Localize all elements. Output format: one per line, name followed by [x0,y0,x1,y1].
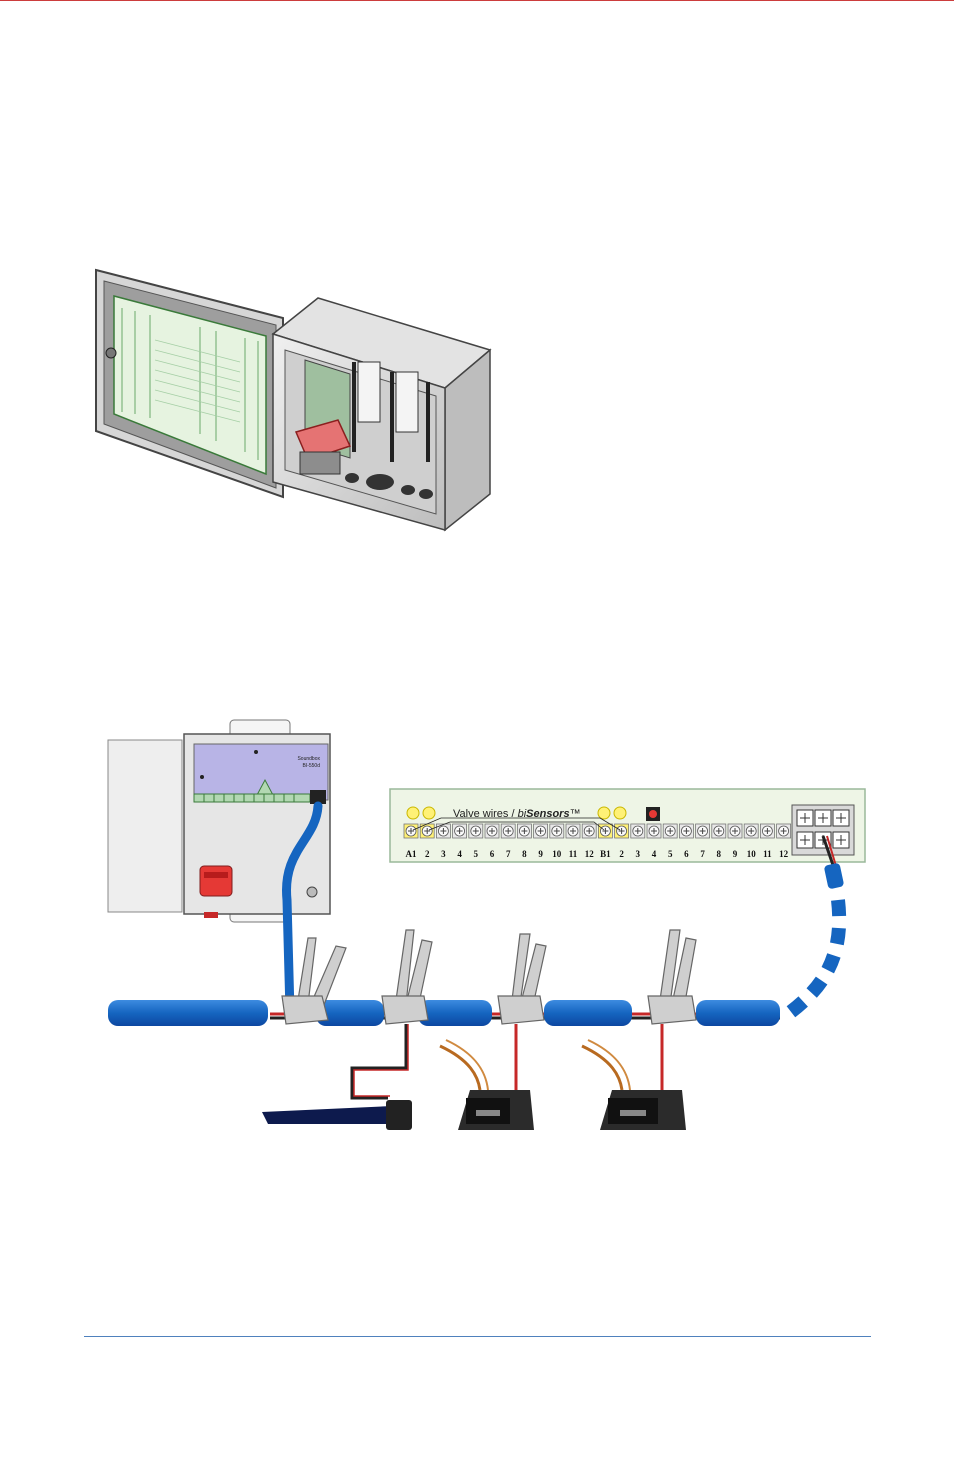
terminal-label-a-8: 8 [522,849,527,859]
terminal-screw-b-4 [647,824,661,838]
moisture-sensor [262,1024,412,1130]
splice-connector-4 [648,930,696,1024]
terminal-screw-a-5 [469,824,483,838]
terminal-screw-b-1 [598,824,612,838]
controller-terminal-rail [194,794,310,802]
dashed-two-wire-cable [788,900,839,1014]
indicator-b1 [598,807,610,819]
terminal-screw-a-1 [404,824,418,838]
valve-decoder-2 [582,1024,686,1130]
terminal-screw-b-9 [728,824,742,838]
terminal-screw-b-5 [663,824,677,838]
cable-segment-4 [544,1000,632,1026]
terminal-label-b-11: 11 [763,849,772,859]
cable-segment-3 [418,1000,492,1026]
door-lock-icon [106,348,116,358]
terminal-label-a-1: A1 [406,849,417,859]
terminal-screw-a-12 [582,824,596,838]
controller-transformer [200,866,232,896]
terminal-label-b-4: 4 [652,849,657,859]
terminal-screw-a-10 [550,824,564,838]
terminal-label-a-11: 11 [569,849,578,859]
terminal-label-a-9: 9 [538,849,543,859]
terminal-label-a-3: 3 [441,849,446,859]
controller-cabinet-illustration [96,270,490,530]
terminal-label-a-2: 2 [425,849,430,859]
cabinet-body [273,298,490,530]
indicator-a2 [423,807,435,819]
indicator-a1 [407,807,419,819]
terminal-screw-b-6 [679,824,693,838]
terminal-screw-a-8 [517,824,531,838]
terminal-label-a-12: 12 [585,849,595,859]
terminal-label-b-7: 7 [700,849,705,859]
terminal-label-b-10: 10 [747,849,757,859]
terminal-label-a-6: 6 [490,849,495,859]
indicator-b2 [614,807,626,819]
terminal-label-b-1: B1 [600,849,611,859]
terminal-screw-a-7 [501,824,515,838]
terminal-screw-a-6 [485,824,499,838]
terminal-label-a-4: 4 [457,849,462,859]
terminal-screw-b-7 [696,824,710,838]
terminal-label-b-8: 8 [717,849,722,859]
terminal-label-b-3: 3 [636,849,641,859]
controller-enclosure: Soundbox BI-550d [108,720,330,1012]
terminal-screw-b-3 [631,824,645,838]
footer-rule [84,1336,871,1337]
terminal-screw-a-4 [453,824,467,838]
terminal-module-1 [358,362,380,422]
cable-segment-5 [696,1000,780,1026]
two-wire-path-diagram: Soundbox BI-550d Valve wires / biSen [108,720,865,1130]
terminal-screw-b-2 [615,824,629,838]
cabinet-door [96,270,283,497]
cable-segment-1 [108,1000,268,1026]
status-led-icon [649,810,657,818]
terminal-screw-a-11 [566,824,580,838]
terminal-screw-b-12 [777,824,791,838]
terminal-label-b-9: 9 [733,849,738,859]
controller-brand-line1: Soundbox [297,756,320,762]
controller-brand-line2: BI-550d [302,763,320,769]
terminal-screw-b-8 [712,824,726,838]
terminal-label-b-5: 5 [668,849,673,859]
terminal-label-a-10: 10 [552,849,562,859]
splice-connector-3 [498,934,546,1024]
valve-decoder-1 [440,1024,534,1130]
conduit-knockout-1 [366,474,394,490]
terminal-label-b-6: 6 [684,849,689,859]
terminal-screw-a-9 [534,824,548,838]
terminal-screw-b-11 [760,824,774,838]
terminal-label-b-12: 12 [779,849,789,859]
terminal-module-2 [396,372,418,432]
terminal-label-a-7: 7 [506,849,511,859]
terminal-label-b-2: 2 [619,849,624,859]
terminal-label-a-5: 5 [474,849,479,859]
terminal-screw-b-10 [744,824,758,838]
splice-connector-2 [382,930,432,1024]
